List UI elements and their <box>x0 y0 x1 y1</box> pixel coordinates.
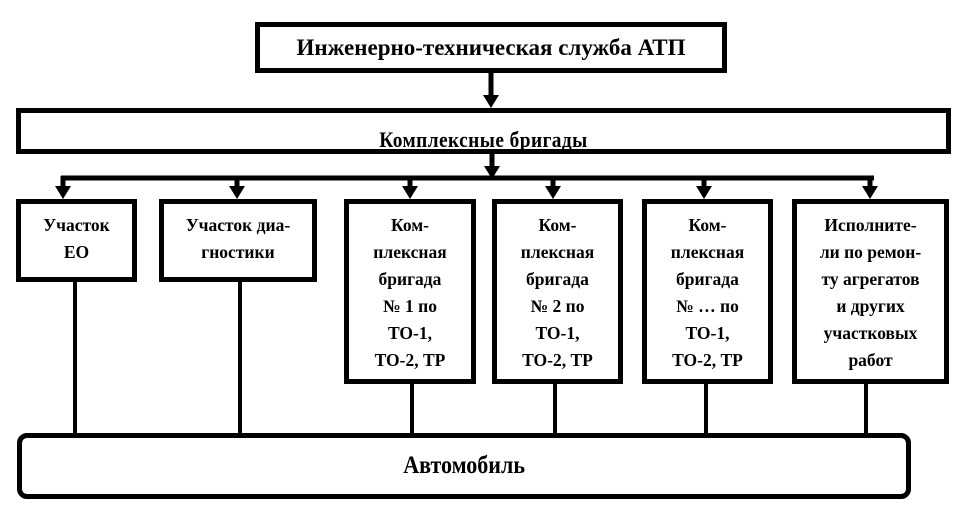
node-brigade-n-label: Ком- плексная бригада № … по ТО-1, ТО-2,… <box>670 215 745 370</box>
node-brigade-2: Ком- плексная бригада № 2 по ТО-1, ТО-2,… <box>492 199 623 384</box>
arrowhead-bar-to-bus <box>484 166 500 179</box>
node-complex-brigades: Комплексные бригады <box>16 108 951 154</box>
node-brigade-1-label: Ком- плексная бригада № 1 по ТО-1, ТО-2,… <box>373 215 447 370</box>
node-unit-eo: Участок ЕО <box>16 199 137 282</box>
node-repair-workers: Исполните- ли по ремон- ту агрегатов и д… <box>792 199 949 384</box>
node-brigade-1: Ком- плексная бригада № 1 по ТО-1, ТО-2,… <box>344 199 476 384</box>
arrowhead-top-to-bar <box>483 95 499 108</box>
node-engineering-service: Инженерно-техническая служба АТП <box>255 22 727 73</box>
node-automobile-label: Автомобиль <box>403 452 525 479</box>
node-unit-diagnostics: Участок диа- гностики <box>159 199 317 282</box>
node-engineering-service-label: Инженерно-техническая служба АТП <box>296 34 686 60</box>
node-automobile: Автомобиль <box>17 433 911 499</box>
node-unit-diagnostics-label: Участок диа- гностики <box>185 215 291 262</box>
node-complex-brigades-label: Комплексные бригады <box>379 127 588 152</box>
node-brigade-2-label: Ком- плексная бригада № 2 по ТО-1, ТО-2,… <box>520 215 595 370</box>
node-repair-workers-label: Исполните- ли по ремон- ту агрегатов и д… <box>819 215 922 370</box>
node-brigade-n: Ком- плексная бригада № … по ТО-1, ТО-2,… <box>642 199 773 384</box>
node-unit-eo-label: Участок ЕО <box>43 215 110 262</box>
unit-to-auto-lines <box>73 282 868 435</box>
bus-drops <box>55 176 878 199</box>
